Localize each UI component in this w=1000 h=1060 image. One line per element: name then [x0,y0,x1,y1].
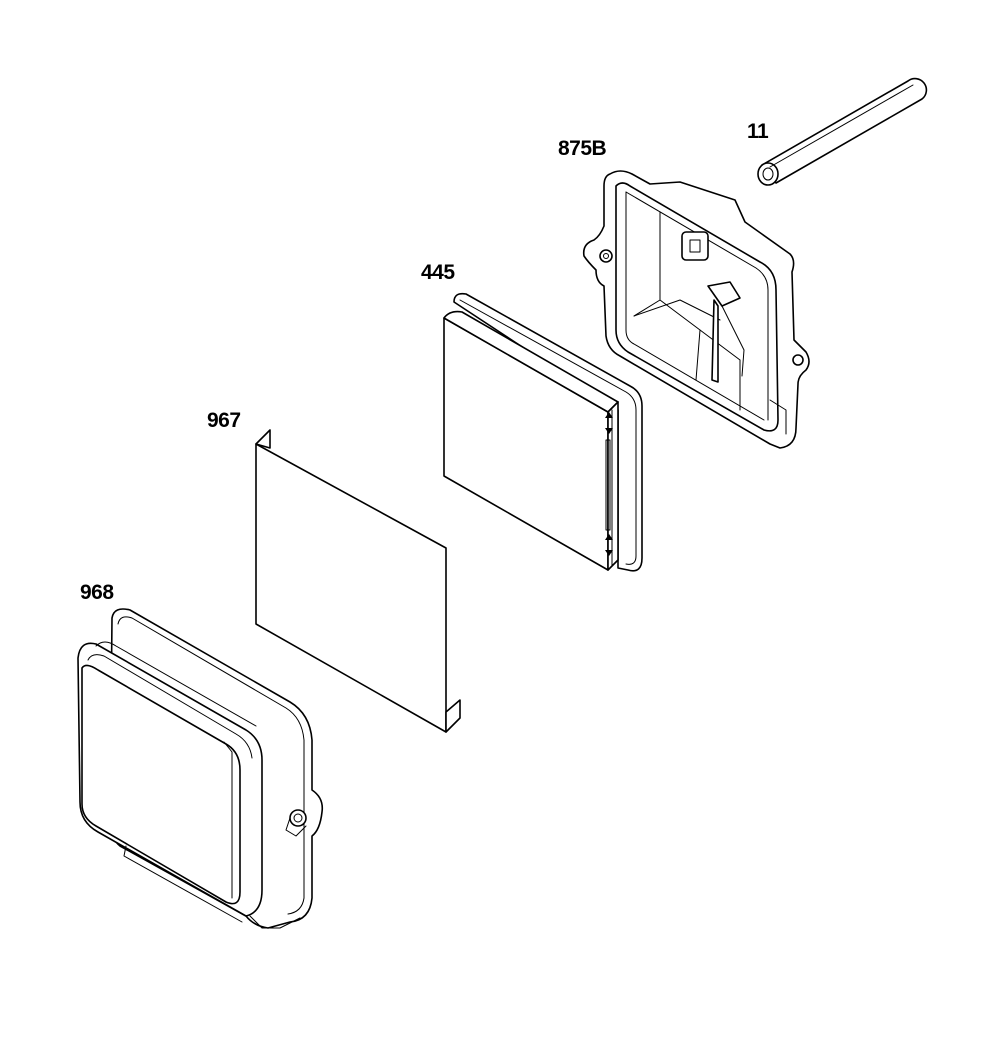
part-968-cover[interactable] [77,608,324,929]
part-label-968: 968 [80,581,114,604]
part-label-445: 445 [421,261,455,284]
part-label-875b: 875B [558,137,607,160]
part-label-967: 967 [207,409,241,432]
part-label-11: 11 [747,120,769,143]
part-967-precleaner[interactable] [255,429,461,733]
part-445-filter[interactable] [443,292,643,572]
part-11-tube[interactable] [757,77,928,186]
part-875b-base[interactable] [582,170,810,449]
